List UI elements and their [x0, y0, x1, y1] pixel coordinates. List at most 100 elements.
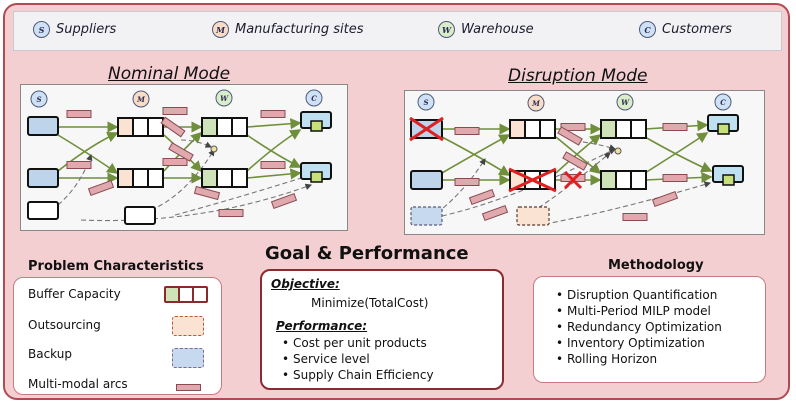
multimodal-arc-shape [160, 116, 186, 138]
multimodal-arc [270, 192, 298, 210]
disruption-cross-icon [563, 170, 583, 190]
multimodal-arc-shape [270, 192, 298, 210]
flow-arrow [246, 118, 302, 130]
junction-point [210, 145, 218, 153]
multimodal-arc [218, 209, 244, 217]
multimodal-arc [260, 110, 286, 118]
multimodal-arc-shape [662, 123, 688, 131]
multimodal-arc-shape [662, 174, 688, 182]
backup-label: Backup [28, 347, 72, 361]
problem-characteristics-box: Buffer Capacity Outsourcing Backup Multi… [13, 277, 222, 395]
buffer-capacity-symbol [164, 286, 208, 303]
performance-item: Supply Chain Efficiency [282, 367, 434, 383]
legend-item-customers: C Customers [639, 21, 732, 38]
multimodal-arc-shape [162, 158, 188, 166]
customer-node-inventory [722, 174, 735, 186]
multimodal-arc-shape [218, 209, 244, 217]
multimodal-arc-shape [66, 161, 92, 169]
flow-arrow [555, 136, 602, 174]
backup-arrow [174, 173, 313, 216]
supplier-node [27, 168, 59, 188]
supplier-backup-node [410, 206, 443, 226]
manufacturing-node-letter: M [531, 99, 540, 108]
backup-arrow [574, 140, 617, 151]
multimodal-arc [260, 161, 286, 169]
multimodal-arc [481, 204, 509, 222]
multimodal-arc-shape [87, 179, 115, 197]
manufacturing-buffer-fill [511, 121, 525, 137]
multimodal-arc-shape [168, 142, 194, 162]
customer-node-inventory [310, 171, 323, 183]
methodology-title: Methodology [608, 258, 704, 273]
manufacturing-outsourcing-node [516, 206, 550, 226]
multimodal-arc [562, 151, 588, 171]
disruption-cross-icon [508, 167, 557, 193]
performance-list: Cost per unit products Service level Sup… [282, 335, 434, 383]
manufacturing-node-icon [527, 94, 545, 112]
manufacturing-buffer-fill [119, 119, 133, 135]
manufacturing-buffer-fill [119, 170, 133, 186]
node-legend: S Suppliers M Manufacturing sites W Ware… [13, 11, 782, 51]
objective-box: Objective: Minimize(TotalCost) Performan… [260, 269, 504, 390]
goal-performance-title: Goal & Performance [265, 243, 469, 264]
flow-arrow [644, 136, 713, 173]
multimodal-arc-shape [468, 188, 496, 206]
problem-characteristics-title: Problem Characteristics [28, 259, 204, 274]
multimodal-arc [557, 126, 583, 146]
flow-arrow [57, 131, 119, 172]
backup-arrow [436, 158, 486, 214]
multimodal-arc-shape [651, 190, 679, 208]
backup-arrow [150, 149, 215, 211]
methodology-item: Inventory Optimization [556, 335, 722, 351]
supplier-backup-node [27, 201, 59, 220]
multimodal-arc-shape [260, 110, 286, 118]
supplier-circle-icon: S [33, 21, 50, 38]
multimodal-arc [168, 142, 194, 162]
warehouse-buffer-fill [602, 172, 616, 188]
supplier-node [27, 116, 59, 136]
warehouse-node-letter: W [220, 94, 229, 103]
manufacturing-backup-node [124, 206, 156, 225]
multimodal-arc-shape [557, 126, 583, 146]
supplier-node-letter: S [423, 98, 428, 107]
backup-symbol [172, 348, 204, 368]
customer-node-inventory [717, 123, 730, 135]
methodology-item: Multi-Period MILP model [556, 303, 722, 319]
multimodal-arc-symbol [176, 384, 201, 391]
outsourcing-label: Outsourcing [28, 318, 101, 332]
legend-label: Customers [662, 22, 732, 37]
warehouse-node-letter: W [621, 98, 630, 107]
nominal-mode-title: Nominal Mode [108, 64, 231, 84]
legend-label: Suppliers [56, 22, 117, 37]
multimodal-arc [662, 123, 688, 131]
customer-circle-icon: C [639, 21, 656, 38]
multimodal-arc [454, 127, 480, 135]
backup-arrow [441, 148, 616, 217]
flow-arrow [555, 134, 602, 174]
multimodal-arc-shape [162, 107, 188, 115]
supplier-node-letter: S [36, 95, 41, 104]
buffer-capacity-label: Buffer Capacity [28, 287, 121, 301]
multimodal-arc-shape [481, 204, 509, 222]
multimodal-arcs-label: Multi-modal arcs [28, 377, 128, 391]
disruption-cross-icon [409, 116, 444, 142]
multimodal-arc [193, 185, 221, 201]
legend-label: Manufacturing sites [235, 22, 364, 37]
multimodal-arc-shape [562, 151, 588, 171]
legend-item-warehouse: W Warehouse [438, 21, 534, 38]
multimodal-arc-shape [66, 110, 92, 118]
multimodal-arc [622, 213, 648, 221]
methodology-list: Disruption Quantification Multi-Period M… [556, 287, 722, 367]
multimodal-arc [66, 161, 92, 169]
junction-point [614, 147, 622, 155]
customer-node-inventory [310, 120, 323, 132]
performance-item: Cost per unit products [282, 335, 434, 351]
warehouse-buffer-fill [203, 119, 217, 135]
multimodal-arc [87, 179, 115, 197]
flow-arrow [246, 129, 302, 172]
